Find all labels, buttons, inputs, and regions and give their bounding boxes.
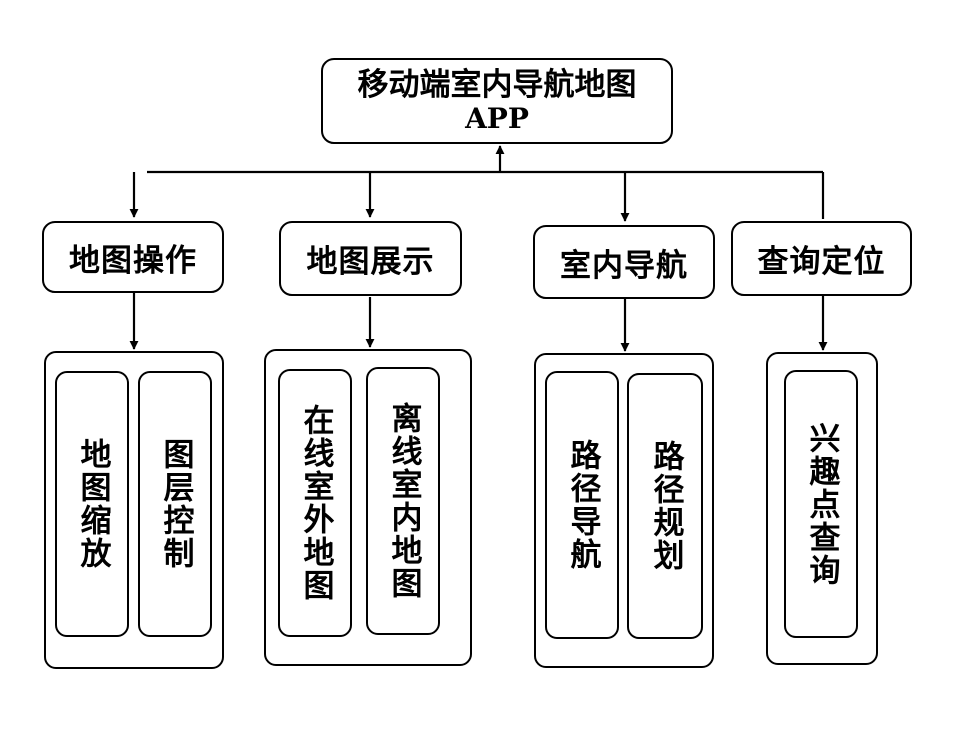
- root-node: 移动端室内导航地图 APP: [321, 58, 673, 144]
- leaf-label: 离线室内地图: [385, 402, 422, 600]
- leaf-offline-indoor-map: 离线室内地图: [366, 367, 440, 635]
- category-query-location: 查询定位: [731, 221, 912, 296]
- category-map-display: 地图展示: [279, 221, 462, 296]
- leaf-route-guidance: 路径导航: [545, 371, 619, 639]
- leaf-online-outdoor-map: 在线室外地图: [278, 369, 352, 637]
- leaf-label: 图层控制: [157, 438, 194, 570]
- leaf-label: 地图缩放: [74, 438, 111, 570]
- leaf-layer-control: 图层控制: [138, 371, 212, 637]
- category-label: 地图展示: [306, 244, 435, 280]
- category-label: 查询定位: [757, 244, 886, 280]
- category-label: 室内导航: [560, 247, 688, 284]
- leaf-label: 路径规划: [647, 440, 684, 572]
- category-map-operation: 地图操作: [42, 221, 224, 293]
- root-subtitle: APP: [465, 102, 529, 135]
- leaf-map-zoom: 地图缩放: [55, 371, 129, 637]
- leaf-poi-query: 兴趣点查询: [784, 370, 858, 638]
- leaf-route-planning: 路径规划: [627, 373, 703, 639]
- leaf-label: 兴趣点查询: [803, 421, 840, 587]
- leaf-label: 路径导航: [564, 439, 601, 571]
- root-title: 移动端室内导航地图: [357, 67, 637, 103]
- category-label: 地图操作: [69, 242, 197, 279]
- category-indoor-navigation: 室内导航: [533, 225, 715, 299]
- leaf-label: 在线室外地图: [297, 404, 334, 602]
